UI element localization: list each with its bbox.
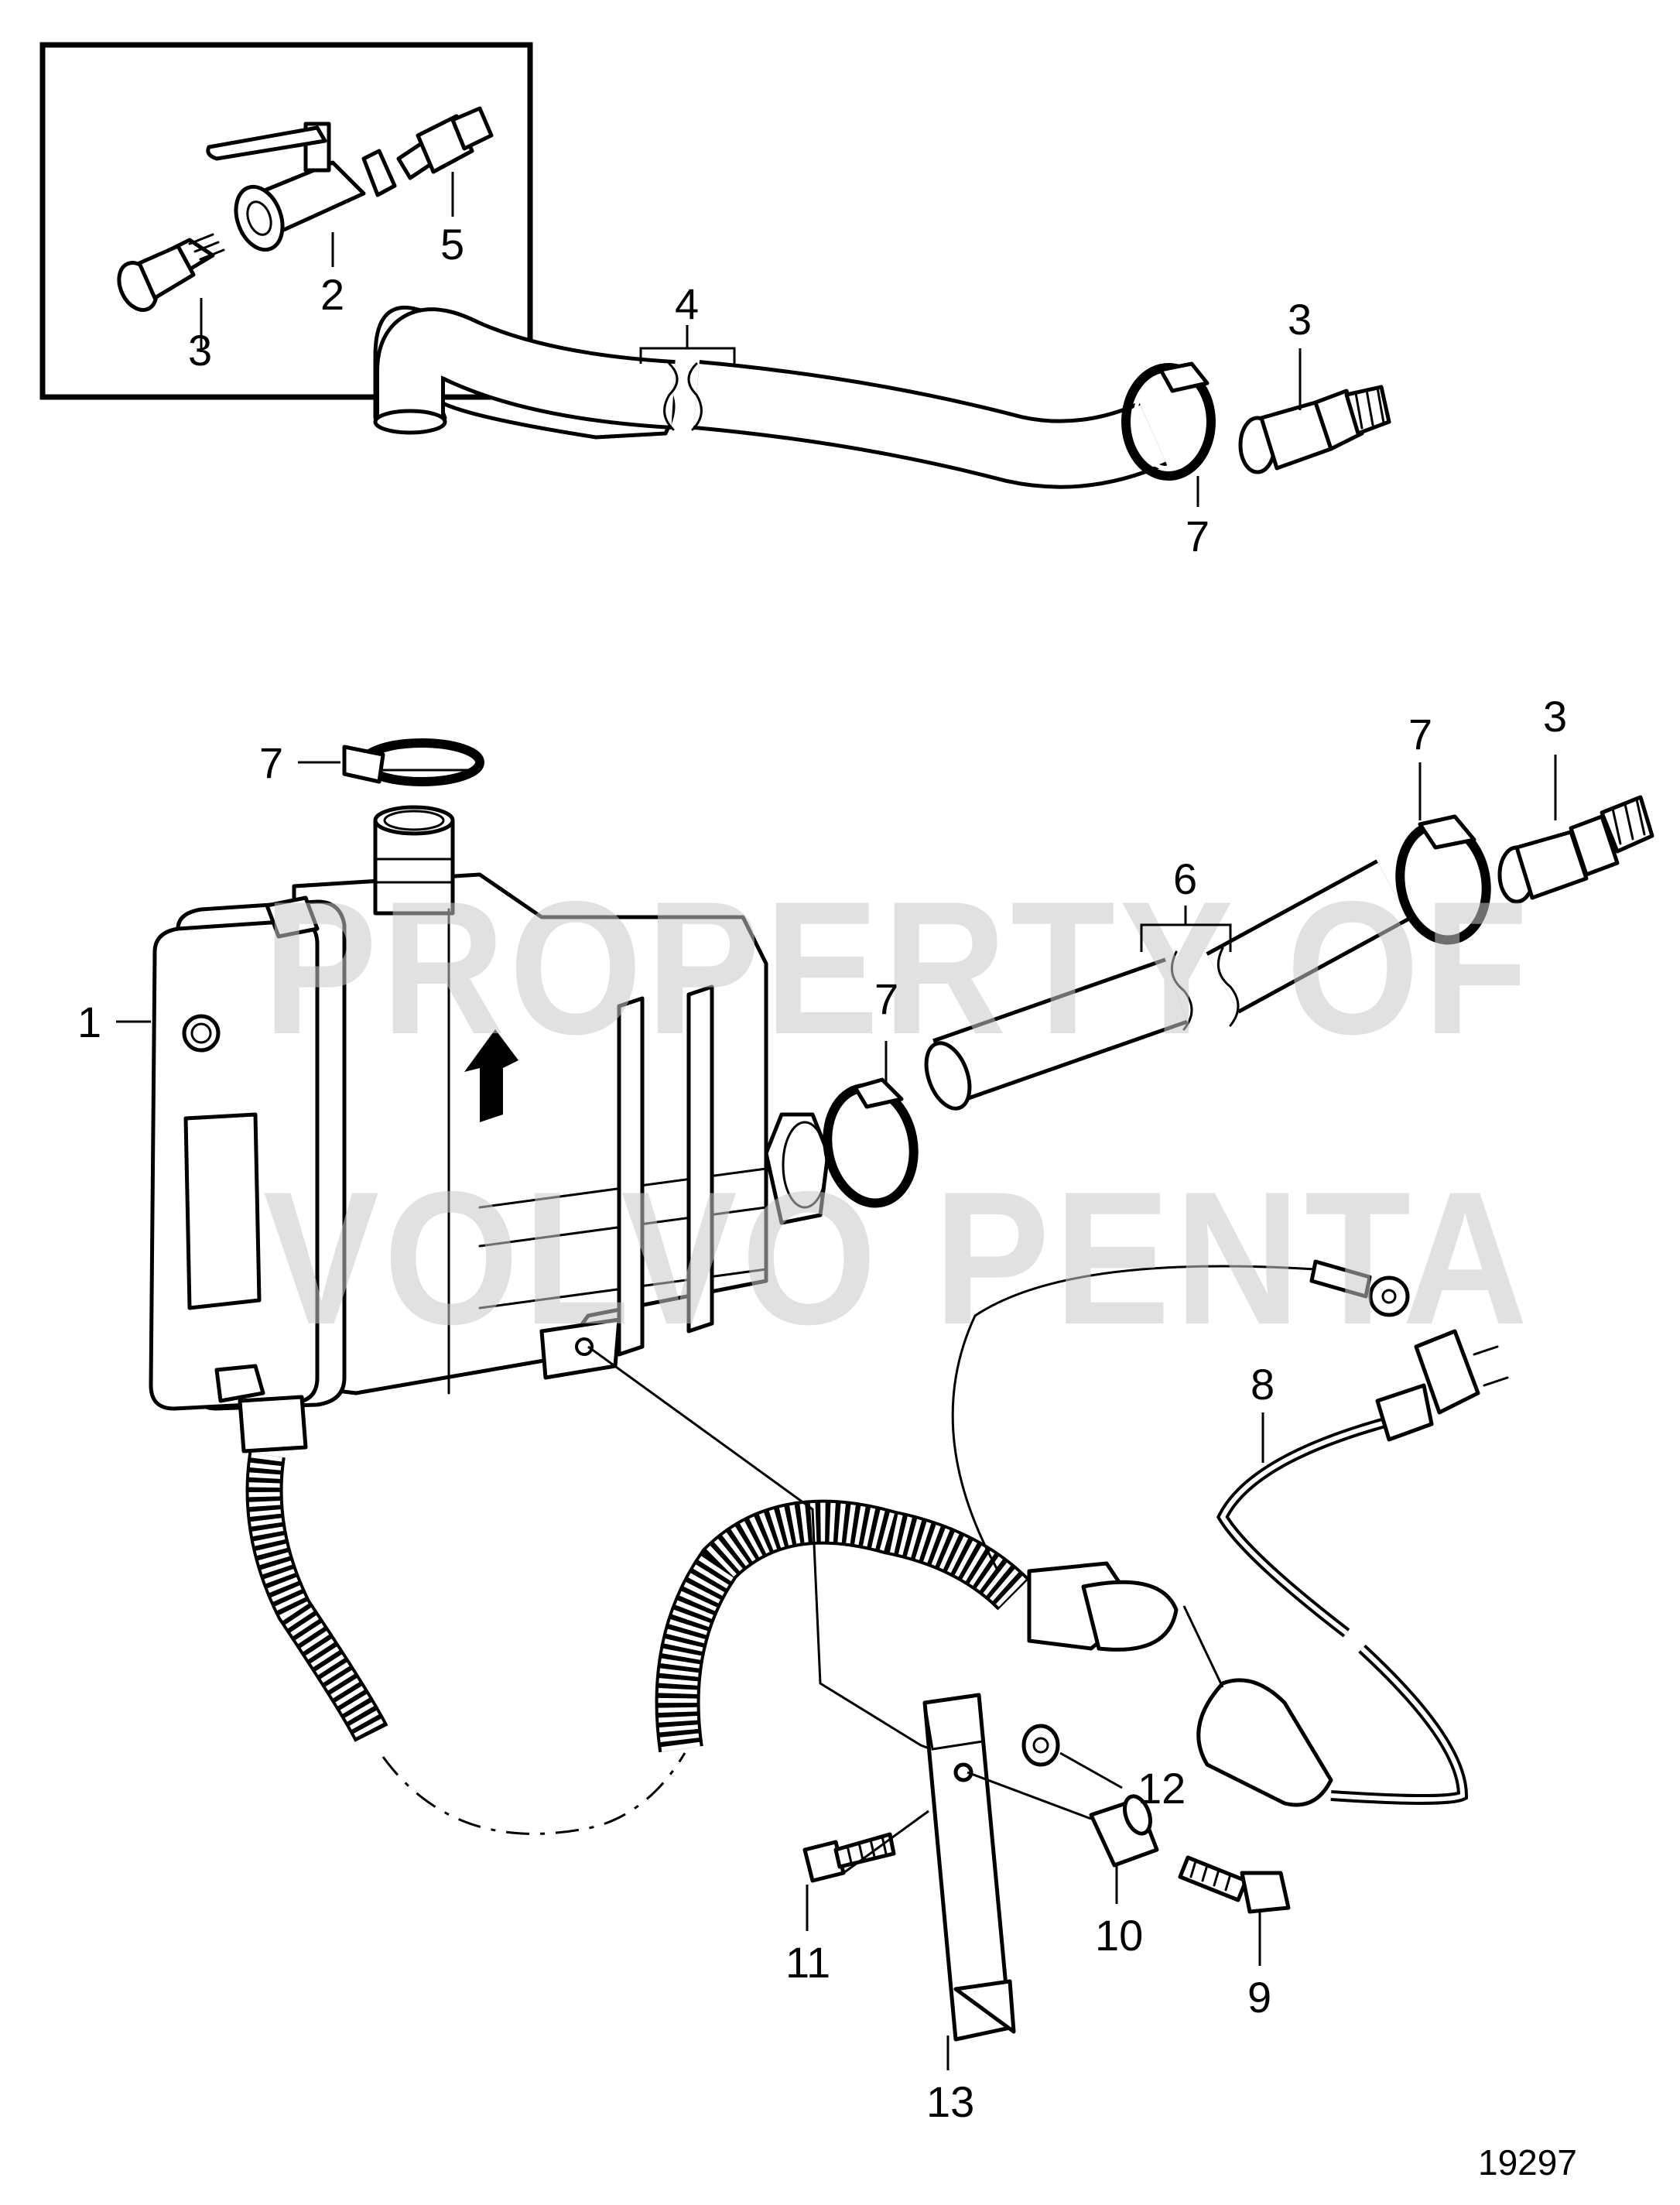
callout-3-lower: 3 — [1543, 692, 1567, 741]
callout-7-upper-right: 7 — [1186, 512, 1210, 560]
callout-inset-2: 2 — [320, 270, 344, 319]
callout-1: 1 — [77, 998, 101, 1046]
callout-7-lower-right: 7 — [1408, 710, 1432, 758]
document-number: 19297 — [1478, 2142, 1577, 2183]
bracket-part — [922, 1693, 1092, 2042]
callout-7-mid: 7 — [874, 974, 898, 1023]
callout-12: 12 — [1138, 1764, 1186, 1813]
bolt-11-part — [802, 1832, 896, 1883]
bolt-9-part — [1178, 1855, 1291, 1914]
callout-8: 8 — [1251, 1360, 1275, 1409]
inset-nipple-right-part — [396, 106, 494, 180]
heater-body-part — [149, 805, 830, 1453]
watermark-line1: PROPERTY OF — [263, 861, 1532, 1073]
inset-nipple-left-part — [117, 233, 225, 312]
spacer-part — [1089, 1794, 1159, 1868]
inset-box: 3 2 5 — [39, 42, 533, 400]
upper-hose-part — [373, 305, 1168, 489]
top-left-clamp-part — [342, 738, 484, 786]
ball-valve-part — [206, 122, 397, 252]
lower-hose-part — [924, 859, 1410, 1111]
callout-9: 9 — [1247, 1973, 1271, 2022]
watermark-line2: VOLVO PENTA — [263, 1152, 1532, 1364]
callout-7-top-left: 7 — [259, 738, 283, 787]
callout-13: 13 — [926, 2077, 974, 2126]
mid-clamp-part — [823, 1077, 919, 1208]
callout-11: 11 — [785, 1938, 830, 1987]
upper-right-clamp-part — [1121, 361, 1216, 481]
lower-right-clamp-part — [1395, 814, 1491, 945]
callout-inset-3: 3 — [188, 326, 212, 375]
callouts: 4 3 7 7 6 7 3 7 1 8 12 11 10 — [77, 279, 1567, 2126]
callout-inset-5: 5 — [440, 220, 464, 269]
nut-part — [1021, 1724, 1060, 1767]
upper-nipple-part — [1238, 385, 1391, 474]
lower-nipple-part — [1497, 795, 1654, 904]
callout-10: 10 — [1095, 1911, 1143, 1960]
power-cable-part — [1182, 1329, 1509, 1807]
callout-3-upper: 3 — [1288, 295, 1312, 344]
ring-terminal-part — [1309, 1259, 1410, 1317]
callout-4: 4 — [675, 279, 699, 328]
corrugated-conduit-part — [245, 1452, 1179, 1835]
callout-6: 6 — [1173, 854, 1197, 903]
